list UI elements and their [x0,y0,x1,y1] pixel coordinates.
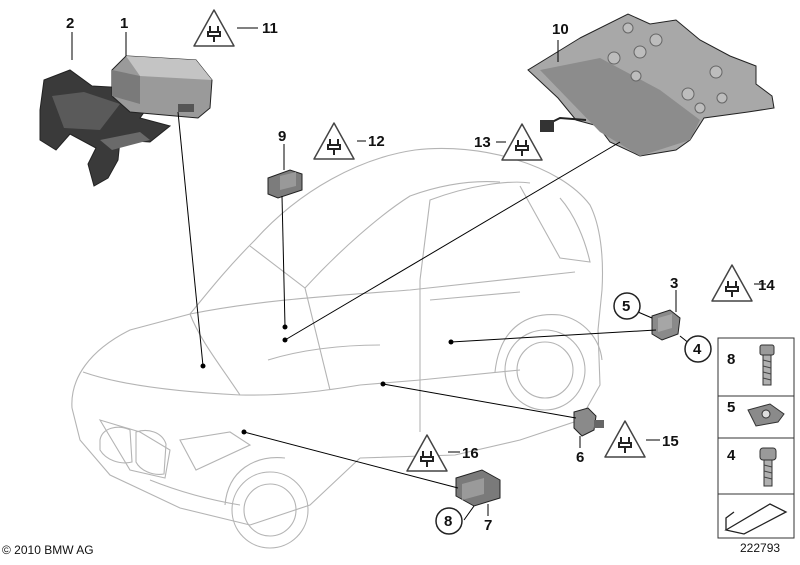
panel-part-10 [527,13,775,157]
diagram-number: 222793 [740,541,781,555]
screw-icon [759,344,775,386]
callout-4: 4 [693,341,702,358]
callout-14: 14 [758,277,775,294]
callout-13: 13 [474,134,491,151]
warning-triangle-16 [406,434,448,472]
callout-6: 6 [576,449,584,466]
clip-nut-icon [747,403,785,427]
callout-15: 15 [662,433,679,450]
callout-2: 2 [66,15,74,32]
callout-circle-5 [613,292,641,320]
callout-12: 12 [368,133,385,150]
hardware-legend: 8 5 4 [717,337,795,539]
warning-triangle-15 [604,420,646,458]
navigation-arrow-icon [724,503,788,535]
sensor-part-3 [651,309,681,341]
legend-label-8: 8 [727,351,735,368]
callout-circle-8 [435,507,463,535]
warning-triangle-14 [711,264,753,302]
legend-label-4: 4 [727,447,736,464]
callout-8: 8 [444,513,452,530]
callout-16: 16 [462,445,479,462]
callout-11: 11 [262,20,278,37]
warning-triangle-11 [193,9,235,47]
control-unit-part-1 [111,55,213,119]
legend-label-5: 5 [727,399,735,416]
callout-3: 3 [670,275,678,292]
callout-1: 1 [120,15,128,32]
warning-triangle-12 [313,122,355,160]
sensor-part-6 [573,407,604,437]
sensor-part-7 [455,469,501,507]
callout-10: 10 [552,21,569,38]
bolt-icon [759,447,777,487]
callout-9: 9 [278,128,286,145]
leader-lines [71,27,766,521]
warning-triangle-13 [501,123,543,161]
vehicle-outline [71,147,604,549]
callout-5: 5 [622,298,630,315]
connector-part-9 [267,169,303,199]
callout-circle-4 [684,335,712,363]
callout-7: 7 [484,517,492,534]
copyright-notice: © 2010 BMW AG [2,543,94,557]
